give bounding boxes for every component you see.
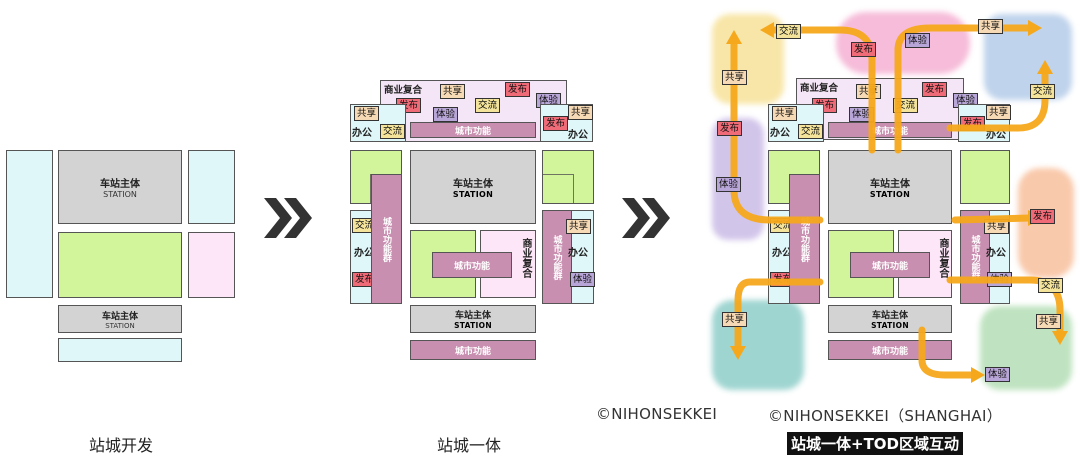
tag-share: 共享 [772, 106, 798, 121]
block-bottom-strip [58, 338, 182, 362]
label-office: 办公 [986, 248, 1006, 259]
tag-share: 共享 [722, 70, 748, 85]
tag-exchange: 交流 [776, 24, 802, 39]
tag-publish: 发布 [352, 272, 378, 287]
tag-publish: 发布 [922, 82, 948, 97]
block-city-function-group-right: 城市功能群 [960, 210, 990, 304]
block-station-main: 车站主体 STATION [58, 150, 182, 224]
label-office: 办公 [352, 128, 372, 139]
block-city-function-group-left: 城市功能群 [371, 174, 402, 304]
tag-exchange: 交流 [1038, 278, 1064, 293]
block-pink-area [188, 232, 235, 298]
tag-share: 共享 [986, 105, 1012, 120]
caption-panel2: 站城一体 [437, 436, 502, 455]
tag-publish: 发布 [717, 121, 743, 136]
caption-panel1: 站城开发 [89, 436, 154, 455]
block-station-main-2: 车站主体 STATION [410, 305, 536, 333]
tag-experience: 体验 [570, 272, 596, 287]
label-station-main-2: 车站主体 [101, 311, 138, 322]
block-right-side [188, 150, 235, 224]
tag-share: 共享 [1036, 314, 1062, 329]
label-commercial-vertical: 商业复合 [520, 238, 531, 278]
tag-experience: 体验 [905, 33, 931, 48]
tag-publish: 发布 [505, 82, 531, 97]
label-commercial-top: 商业复合 [800, 83, 839, 94]
block-city-function-bottom: 城市功能 [410, 340, 536, 360]
tag-share: 共享 [722, 312, 748, 327]
caption-panel3: 站城一体+TOD区域互动 [787, 432, 964, 455]
label-commercial-vertical: 商业复合 [937, 238, 948, 278]
tag-exchange: 交流 [475, 98, 501, 113]
tag-experience: 体验 [985, 367, 1011, 382]
label-office: 办公 [568, 248, 588, 259]
label-office: 办公 [770, 128, 790, 139]
label-station-main: 车站主体 [100, 179, 140, 190]
tag-experience: 体验 [433, 107, 459, 122]
label-station-en: STATION [103, 190, 137, 199]
label-station-en-2: STATION [105, 321, 135, 330]
label-commercial-top: 商业复合 [384, 85, 423, 96]
label-office: 办公 [772, 248, 792, 259]
tag-share: 共享 [568, 105, 594, 120]
block-station-main-2: 车站主体 STATION [828, 305, 952, 333]
tag-share: 共享 [354, 106, 380, 121]
block-station-main: 车站主体 STATION [410, 150, 536, 224]
label-office: 办公 [568, 130, 588, 141]
block-green-area [58, 232, 182, 298]
label-office: 办公 [354, 248, 374, 259]
block-city-function-top: 城市功能 [410, 122, 536, 138]
tag-exchange: 交流 [798, 124, 824, 139]
tag-publish: 发布 [851, 42, 877, 57]
block-left-side [6, 150, 53, 298]
tag-exchange: 交流 [1030, 84, 1056, 99]
block-right-green [960, 150, 1010, 204]
tag-experience: 体验 [716, 177, 742, 192]
flow-arrows [726, 20, 1068, 383]
chevron-right-icon [622, 198, 670, 238]
tag-share: 共享 [978, 19, 1004, 34]
block-right-green-inner [542, 174, 574, 204]
block-station-main: 车站主体 STATION [828, 150, 952, 224]
tag-exchange: 交流 [380, 124, 406, 139]
block-city-function-center: 城市功能 [432, 252, 512, 278]
block-city-function-center: 城市功能 [850, 252, 930, 278]
chevron-right-icon [264, 198, 312, 238]
copyright-left: ©NIHONSEKKEI [596, 405, 718, 423]
tag-share: 共享 [566, 219, 592, 234]
tag-publish: 发布 [1030, 209, 1056, 224]
label-office: 办公 [986, 130, 1006, 141]
tag-publish: 发布 [543, 116, 569, 131]
tag-share: 共享 [440, 84, 466, 99]
block-station-main-2: 车站主体 STATION [58, 305, 182, 333]
copyright-right: ©NIHONSEKKEI（SHANGHAI） [768, 407, 1002, 425]
